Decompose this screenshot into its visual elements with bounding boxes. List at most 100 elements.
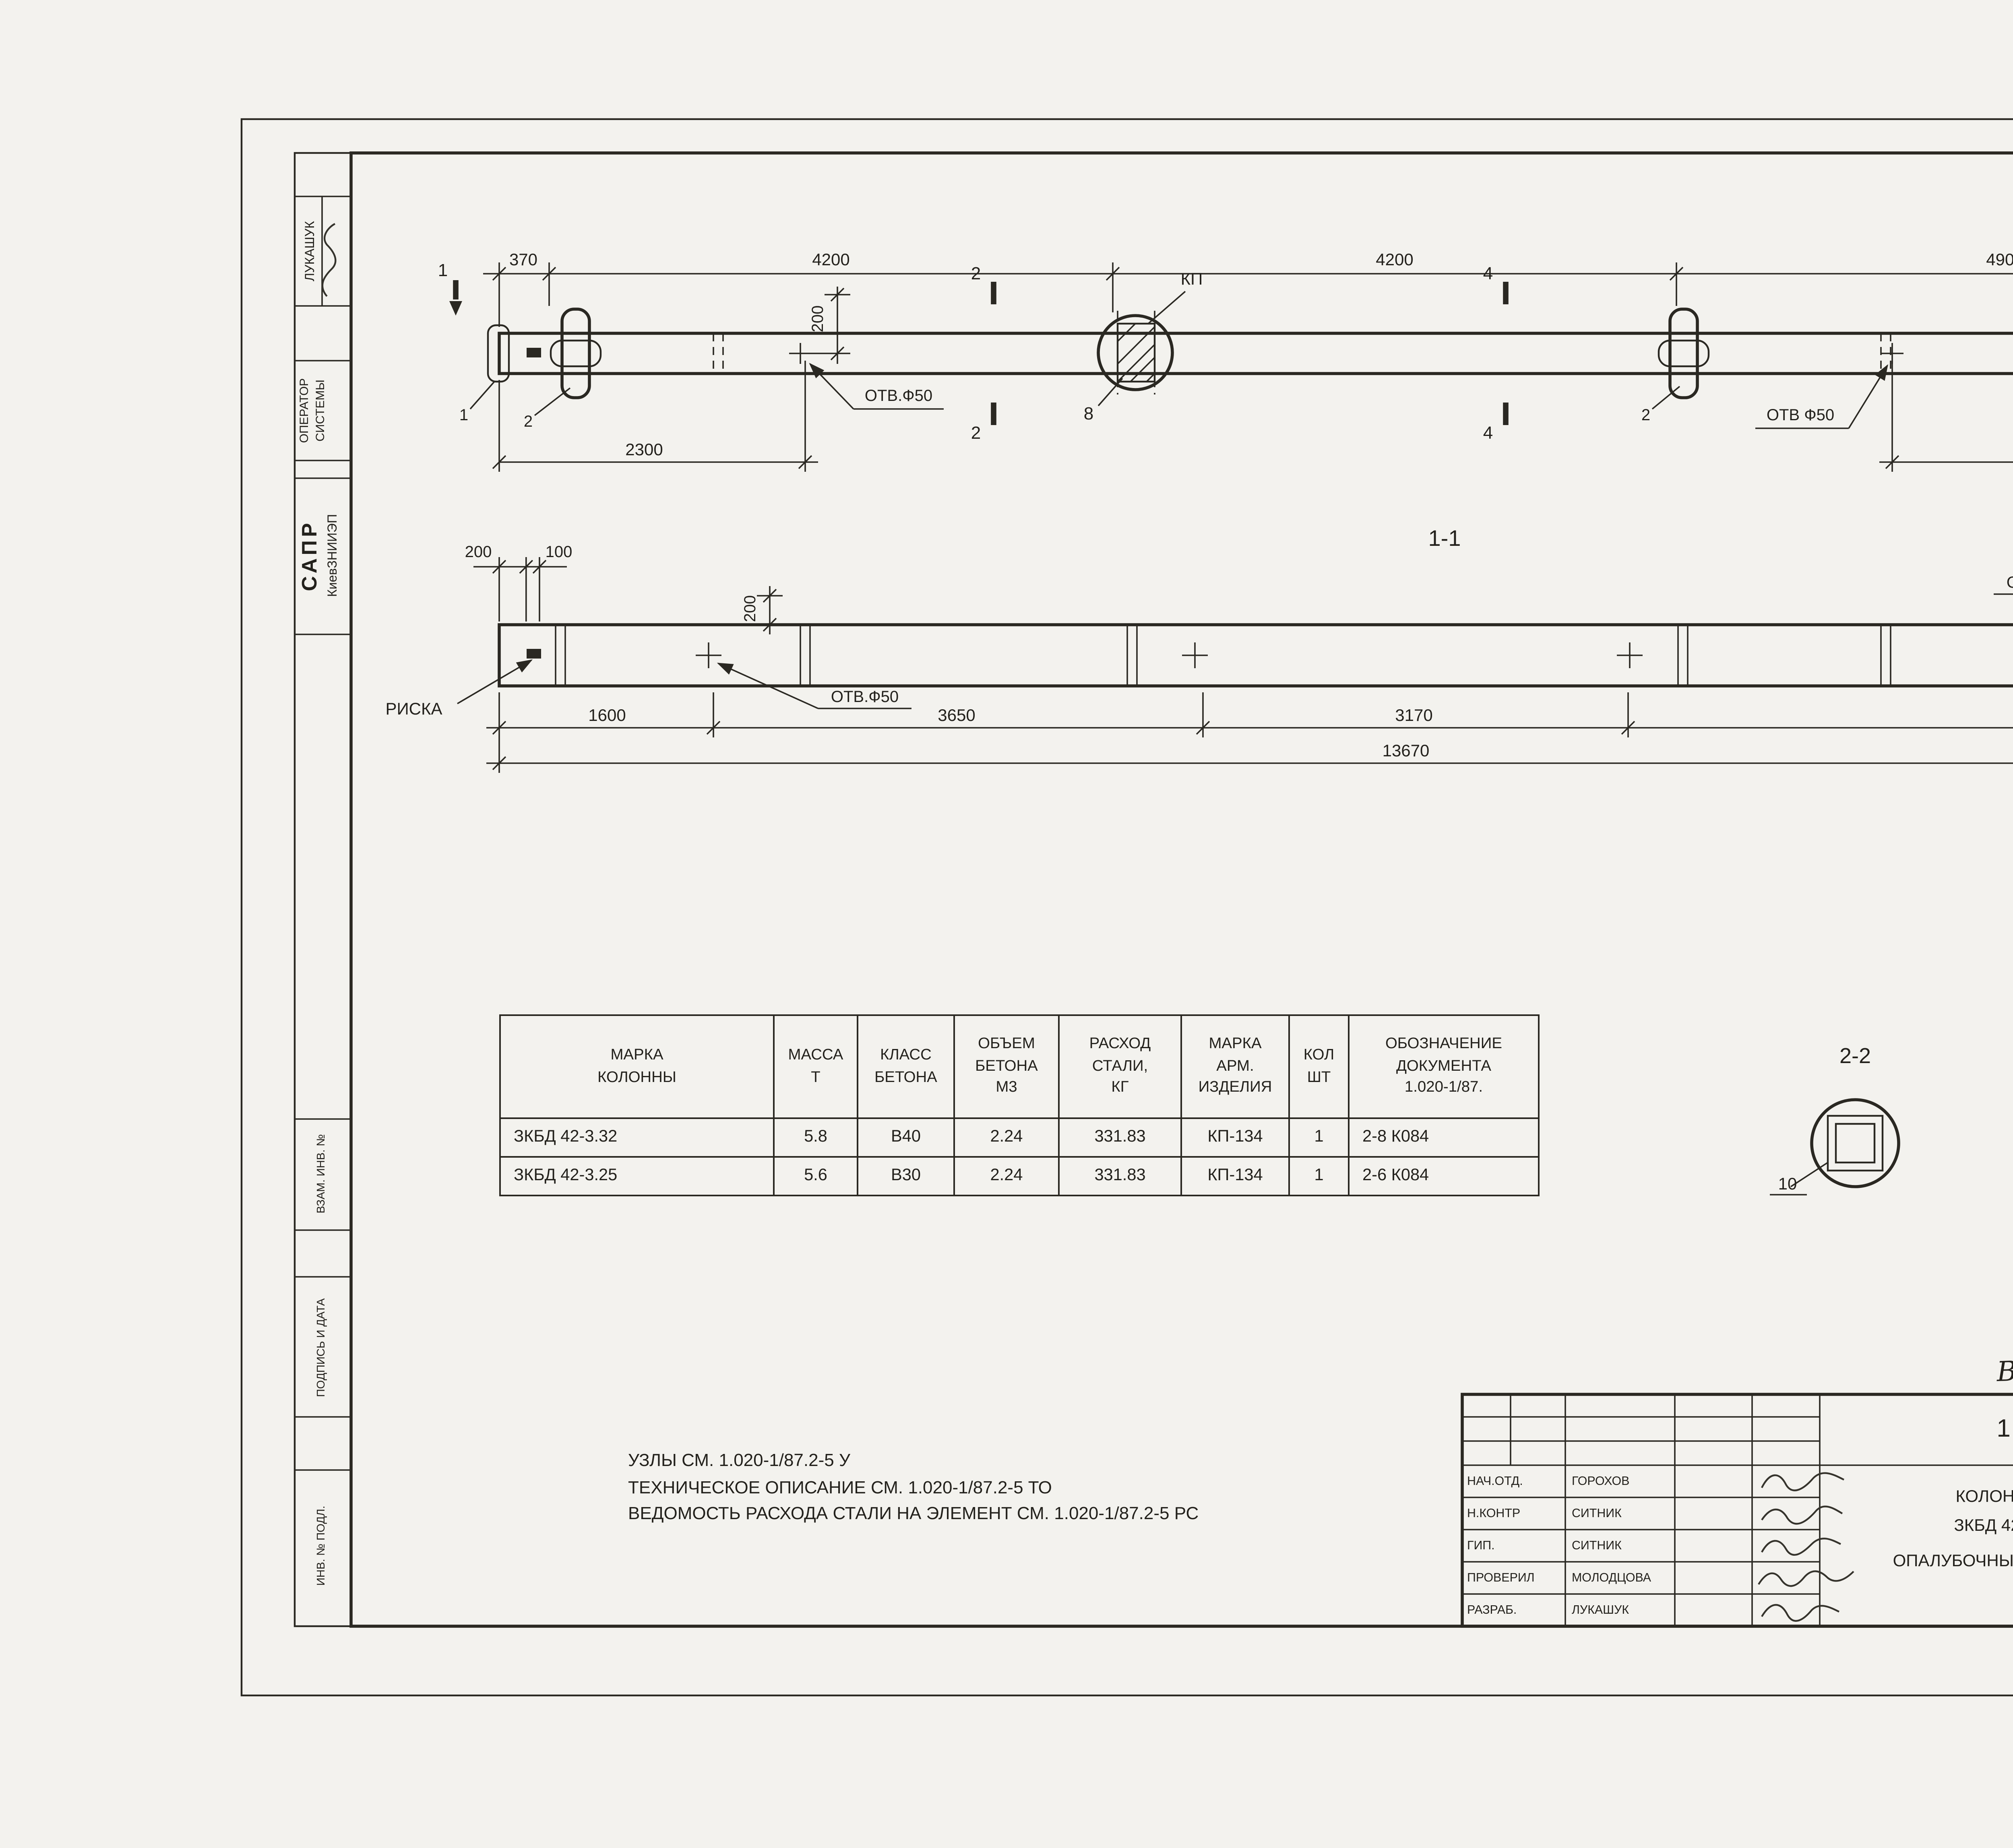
spec-header-line: БЕТОНА: [874, 1068, 937, 1086]
elev-dim-4200-a: 4200: [812, 251, 850, 270]
stamp-doc-number: 1.020-1/87. 2-5 К062: [1996, 1416, 2013, 1443]
s11-dim-100-left: 100: [545, 544, 572, 562]
spec-header-marka-arm: МАРКА АРМ. ИЗДЕЛИЯ: [1180, 1014, 1290, 1119]
incoming-mark-handwritten: Вх. 32837 л.76: [1996, 1350, 2013, 1390]
spec-cell: КП-134: [1180, 1156, 1290, 1196]
spec-cell: В40: [857, 1117, 955, 1158]
spec-header-line: МАРКА: [1209, 1034, 1262, 1053]
detail-2-2-title: 2-2: [1839, 1044, 1871, 1068]
spec-cell: 5.6: [773, 1156, 858, 1196]
section-mark-2-top: 2: [971, 265, 981, 284]
note-vedomost: ВЕДОМОСТЬ РАСХОДА СТАЛИ НА ЭЛЕМЕНТ СМ. 1…: [628, 1505, 1199, 1524]
spec-header-line: М3: [996, 1079, 1017, 1097]
spec-header-line: Т: [811, 1068, 820, 1086]
riska-label-left: РИСКА: [385, 700, 442, 719]
s11-dim-3170: 3170: [1395, 706, 1433, 726]
spec-header-oboznachenie: ОБОЗНАЧЕНИЕ ДОКУМЕНТА 1.020-1/87.: [1348, 1014, 1540, 1119]
spec-cell: 2-6 К084: [1348, 1156, 1540, 1196]
spec-cell: 5.8: [773, 1117, 858, 1158]
s11-dim-3650: 3650: [938, 706, 975, 726]
section-mark-4-top: 4: [1483, 265, 1493, 284]
s11-dim-200-left: 200: [465, 544, 492, 562]
spec-row: ЗКБД 42-3.25 5.6 В30 2.24 331.83 КП-134 …: [499, 1156, 1540, 1196]
stamp-role: НАЧ.ОТД.: [1467, 1473, 1523, 1488]
s11-hole-offset-dim: 200: [742, 595, 760, 622]
spec-header-line: КОЛОННЫ: [597, 1068, 676, 1086]
spec-header-line: КОЛ: [1303, 1046, 1335, 1064]
spec-cell: 1: [1288, 1156, 1350, 1196]
detail-mark-8: 8: [1083, 405, 1094, 424]
detail-pos-10: 10: [1778, 1175, 1797, 1194]
sidebar-operator-line1: ОПЕРАТОР: [297, 378, 311, 443]
spec-cell: ЗКБД 42-3.25: [499, 1156, 775, 1196]
stamp-role: РАЗРАБ.: [1467, 1602, 1517, 1617]
spec-header-rashod: РАСХОД СТАЛИ, КГ: [1058, 1014, 1182, 1119]
sidebar-inv-podl: ИНВ. № ПОДЛ.: [316, 1505, 328, 1586]
spec-header-line: МАРКА: [610, 1046, 663, 1064]
elev-dim-4900: 4900: [1986, 251, 2013, 270]
spec-header-line: КГ: [1111, 1079, 1129, 1097]
pos-mark-2-left: 2: [523, 414, 533, 432]
spec-cell: 331.83: [1058, 1156, 1182, 1196]
spec-header-line: 1.020-1/87.: [1404, 1079, 1483, 1097]
stamp-name: СИТНИК: [1572, 1505, 1622, 1520]
s11-dim-total-13670: 13670: [1382, 742, 1430, 761]
note-tehopisanie: ТЕХНИЧЕСКОЕ ОПИСАНИЕ СМ. 1.020-1/87.2-5 …: [628, 1479, 1052, 1498]
sidebar-org-abbr: САПР: [297, 520, 321, 591]
elev-dim-4200-b: 4200: [1376, 251, 1414, 270]
sidebar-operator-line2: СИСТЕМЫ: [313, 380, 327, 442]
stamp-title-line1: КОЛОННА: [1955, 1487, 2013, 1507]
spec-cell: В30: [857, 1156, 955, 1196]
stamp-role: ПРОВЕРИЛ: [1467, 1570, 1535, 1585]
stamp-title-line3: ОПАЛУБОЧНЫЙ ЧЕРТЕЖ: [1893, 1552, 2013, 1571]
stamp-name: МОЛОДЦОВА: [1572, 1570, 1651, 1585]
section-mark-4-bottom: 4: [1483, 424, 1493, 444]
spec-cell: 1: [1288, 1117, 1350, 1158]
spec-header-line: КЛАСС: [880, 1046, 932, 1064]
spec-cell: 2.24: [953, 1156, 1060, 1196]
spec-header-line: МАССА: [788, 1046, 843, 1064]
spec-header-line: РАСХОД: [1089, 1034, 1151, 1053]
s11-hole-label-right: ОТВ Ф50: [2007, 576, 2013, 593]
spec-header-marka: МАРКА КОЛОННЫ: [499, 1014, 775, 1119]
stamp-role: ГИП.: [1467, 1538, 1495, 1553]
spec-cell: КП-134: [1180, 1117, 1290, 1158]
elev-hole-label-left: ОТВ.Ф50: [864, 388, 933, 406]
spec-header-line: ДОКУМЕНТА: [1396, 1057, 1491, 1075]
spec-header-line: АРМ.: [1216, 1057, 1254, 1075]
stamp-name: ГОРОХОВ: [1572, 1473, 1630, 1488]
section-1-1-title: 1-1: [1428, 525, 1461, 551]
kp-label: КП: [1180, 270, 1203, 289]
sidebar-podpis-data: ПОДПИСЬ И ДАТА: [316, 1298, 328, 1397]
spec-cell: ЗКБД 42-3.32: [499, 1117, 775, 1158]
s11-hole-label-left: ОТВ.Ф50: [831, 689, 899, 707]
elev-hole-offset-dim: 200: [810, 305, 828, 332]
note-uzly: УЗЛЫ СМ. 1.020-1/87.2-5 У: [628, 1452, 850, 1471]
elev-hole-label-right: ОТВ Ф50: [1766, 407, 1835, 425]
sidebar-vzam-inv: ВЗАМ. ИНВ. №: [316, 1134, 328, 1214]
pos-mark-1: 1: [459, 407, 469, 425]
elev-dim-370: 370: [509, 251, 538, 270]
spec-cell: 2.24: [953, 1117, 1060, 1158]
spec-header-line: ОБОЗНАЧЕНИЕ: [1385, 1034, 1502, 1053]
s11-dim-1600-left: 1600: [588, 706, 626, 726]
section-mark-1-left: 1: [438, 262, 448, 281]
elev-dim-2300: 2300: [625, 441, 663, 460]
spec-row: ЗКБД 42-3.32 5.8 В40 2.24 331.83 КП-134 …: [499, 1117, 1540, 1158]
spec-header-line: ИЗДЕЛИЯ: [1198, 1079, 1272, 1097]
stamp-name: ЛУКАШУК: [1572, 1602, 1629, 1617]
spec-header-line: СТАЛИ,: [1092, 1057, 1148, 1075]
spec-cell: 331.83: [1058, 1117, 1182, 1158]
spec-cell: 2-8 К084: [1348, 1117, 1540, 1158]
pos-mark-2-right: 2: [1641, 407, 1651, 425]
section-mark-2-bottom: 2: [971, 424, 981, 444]
spec-header-massa: МАССА Т: [773, 1014, 858, 1119]
spec-header-line: ОБЪЕМ: [978, 1034, 1035, 1053]
sidebar-org-name: КиевЗНИИЭП: [325, 514, 340, 597]
